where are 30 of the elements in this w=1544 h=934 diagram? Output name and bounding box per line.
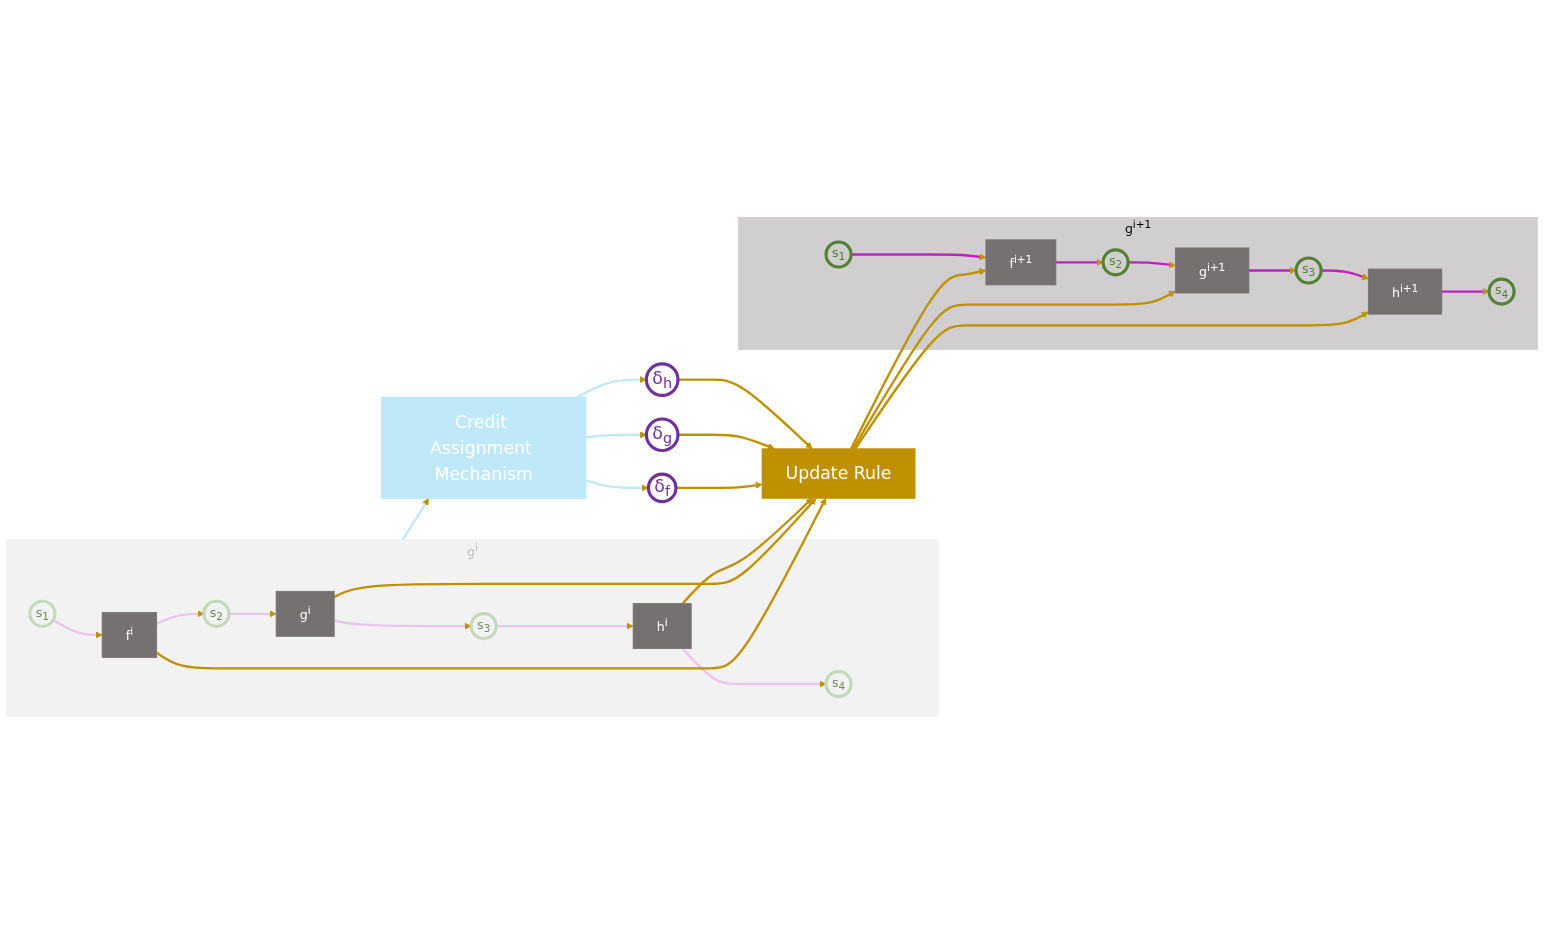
arrow (851, 253, 987, 261)
node-circle: s$_{2}$ (202, 599, 231, 629)
node-circle: δ$_{h}$ (644, 362, 680, 398)
arrow (496, 622, 634, 630)
node-box: g$^{i}$ (275, 591, 335, 637)
node-circle: δ$_{f}$ (646, 472, 678, 504)
node-circle: s$_{1}$ (28, 599, 57, 629)
arrow (333, 498, 817, 599)
arrow (850, 268, 987, 450)
node-box: Update Rule (761, 448, 916, 499)
node-box: h$^{i+1}$ (1367, 268, 1443, 315)
node-box: Credit Assignment Mechanism (381, 396, 587, 500)
node-box: f$^{i}$ (101, 612, 158, 659)
node-box: h$^{i}$ (632, 603, 692, 650)
node-circle: s$_{3}$ (469, 612, 498, 641)
arrow (681, 498, 813, 605)
node-box: g$^{i+1}$ (1174, 247, 1250, 294)
node-box: f$^{i+1}$ (985, 239, 1057, 286)
node-circle: δ$_{g}$ (644, 417, 680, 453)
node-circle: s$_{2}$ (1101, 248, 1130, 277)
node-circle: s$_{4}$ (824, 670, 853, 699)
node-circle: s$_{3}$ (1294, 256, 1323, 285)
node-circle: s$_{1}$ (824, 240, 853, 269)
arrow (1128, 261, 1176, 269)
node-circle: s$_{4}$ (1487, 277, 1516, 306)
arrow (1321, 269, 1369, 281)
arrow (401, 498, 429, 541)
arrow (854, 312, 1369, 450)
arrow (852, 291, 1176, 450)
arrow (156, 498, 827, 670)
